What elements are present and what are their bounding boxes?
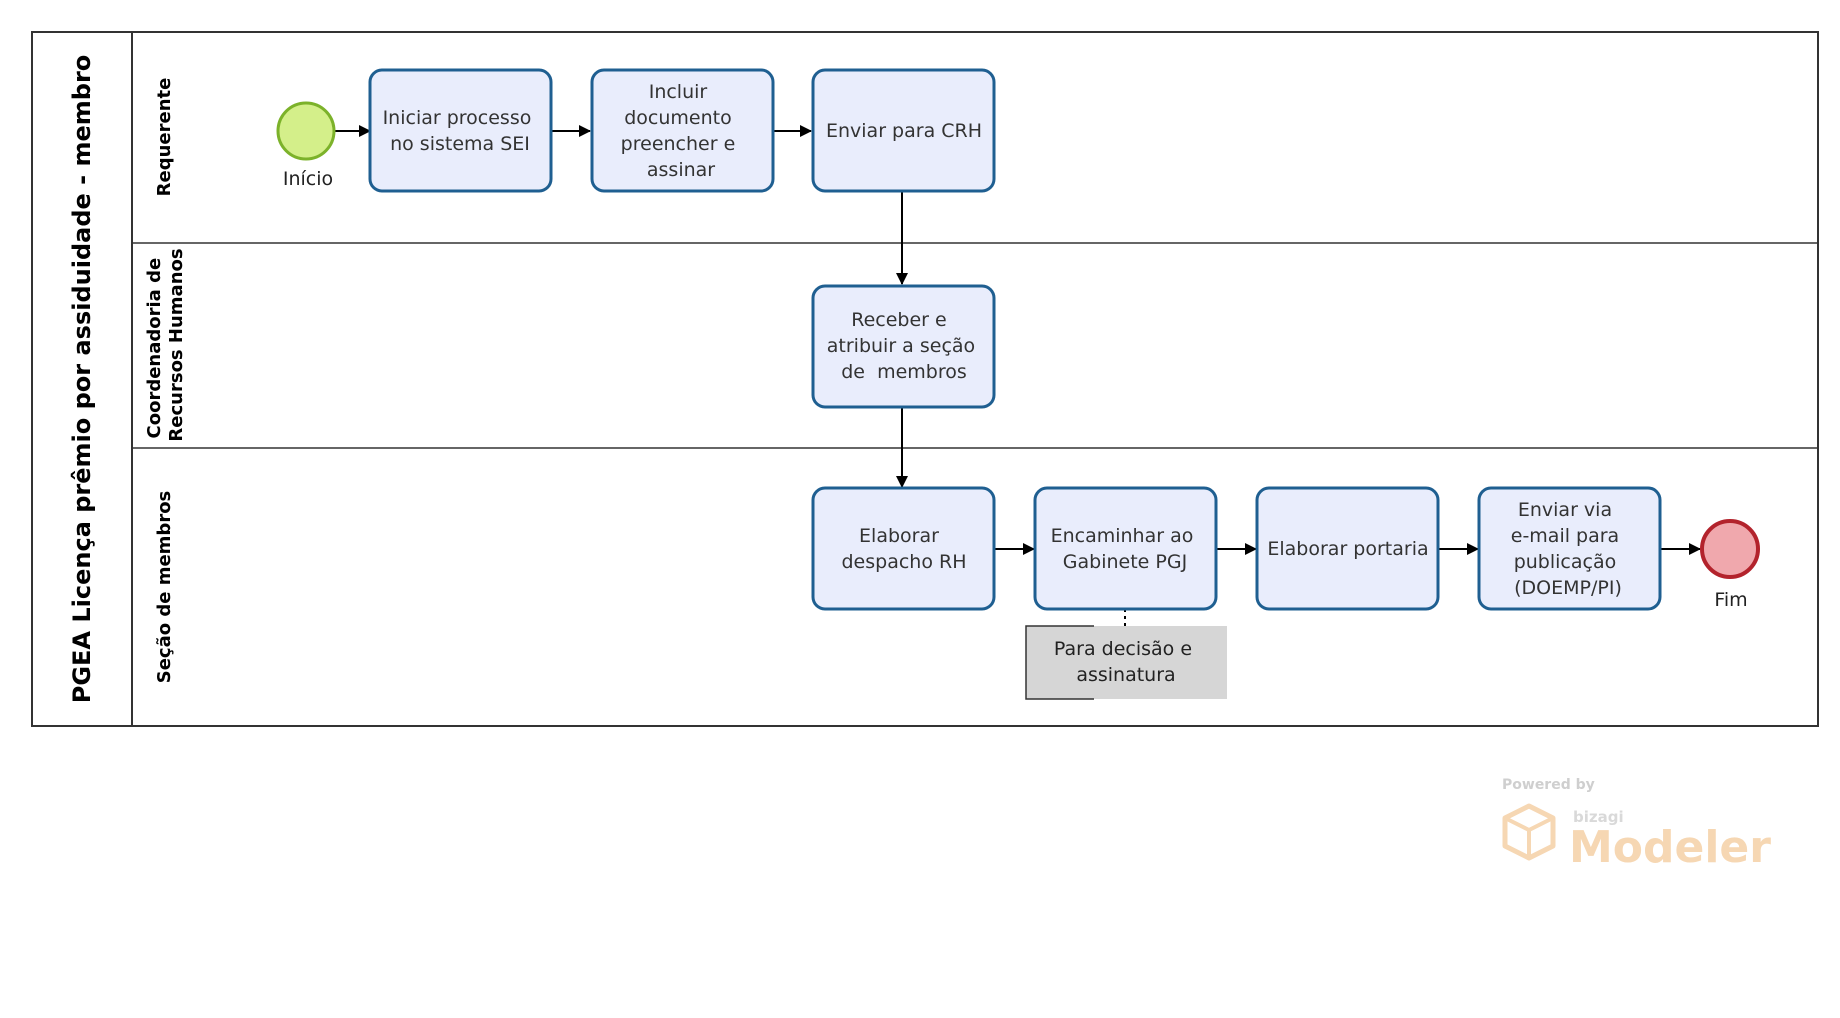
task-label-line: no sistema SEI	[390, 133, 530, 155]
lanes: Requerente Coordenadoria de Recursos Hum…	[132, 78, 1818, 684]
sequence-flows	[335, 125, 1701, 555]
task-label-line: Gabinete PGJ	[1063, 551, 1187, 573]
task-label-line: atribuir a seção	[827, 335, 975, 357]
task-label-line: publicação	[1514, 551, 1617, 573]
annotation-bracket	[1025, 625, 1094, 700]
task-label-line: e-mail para	[1511, 525, 1619, 547]
lane-label-requerente: Requerente	[154, 78, 175, 197]
task-label-line: Iniciar processo	[383, 107, 532, 129]
lane-label-line: Requerente	[154, 78, 175, 197]
task-enviar-email[interactable]: Enviar via e-mail para publicação (DOEMP…	[1477, 486, 1662, 611]
end-event-label: Fim	[1714, 589, 1747, 611]
task-elaborar-despacho[interactable]: Elaborar despacho RH	[811, 486, 996, 611]
task-label: Elaborar portaria	[1267, 538, 1428, 560]
task-encaminhar-gabinete[interactable]: Encaminhar ao Gabinete PGJ	[1033, 486, 1218, 611]
task-label-line: despacho RH	[842, 551, 967, 573]
start-event-circle[interactable]	[276, 101, 336, 161]
task-label: Encaminhar ao Gabinete PGJ	[1051, 525, 1200, 573]
task-label-line: Elaborar	[859, 525, 939, 547]
task-box[interactable]	[811, 68, 996, 193]
task-label-line: de membros	[841, 361, 967, 383]
task-label-line: (DOEMP/PI)	[1514, 577, 1622, 599]
task-label-line: assinar	[647, 159, 715, 181]
task-incluir-documento[interactable]: Incluir documento preencher e assinar	[590, 68, 775, 193]
watermark-brand: bizagi	[1573, 808, 1624, 826]
task-label-line: Encaminhar ao	[1051, 525, 1194, 547]
task-label-line: Enviar para CRH	[826, 120, 982, 142]
task-label-line: Enviar via	[1518, 499, 1612, 521]
task-box[interactable]	[811, 284, 996, 409]
lane-label-line: Coordenadoria de	[144, 258, 165, 439]
task-elaborar-portaria[interactable]: Elaborar portaria	[1255, 486, 1440, 611]
start-event-label: Início	[283, 168, 333, 190]
task-receber-atribuir[interactable]: Receber e atribuir a seção de membros	[811, 284, 996, 409]
task-label-line: Incluir	[649, 81, 708, 103]
annotation-line: Para decisão e	[1054, 638, 1192, 660]
task-label: Iniciar processo no sistema SEI	[383, 107, 538, 155]
task-enviar-crh[interactable]: Enviar para CRH	[811, 68, 996, 193]
task-box[interactable]	[1033, 486, 1218, 611]
watermark-product: Modeler	[1569, 822, 1771, 873]
task-box[interactable]	[590, 68, 775, 193]
task-label-line: documento	[624, 107, 732, 129]
lane-label-line: Recursos Humanos	[166, 248, 187, 441]
annotation-line: assinatura	[1076, 664, 1175, 686]
end-event[interactable]: Fim	[1700, 519, 1760, 611]
end-event-circle[interactable]	[1700, 519, 1760, 579]
task-label-line: preencher e	[621, 133, 736, 155]
task-box[interactable]	[811, 486, 996, 611]
task-label: Receber e atribuir a seção de membros	[827, 309, 981, 383]
task-label: Enviar para CRH	[826, 120, 982, 142]
lane-label-secao: Seção de membros	[154, 491, 175, 684]
annotation-label: Para decisão e assinatura	[1054, 638, 1198, 686]
task-label-line: Elaborar portaria	[1267, 538, 1428, 560]
lane-label-crh: Coordenadoria de Recursos Humanos	[144, 248, 187, 441]
annotation-box[interactable]	[1026, 626, 1227, 699]
start-event[interactable]: Início	[276, 101, 336, 190]
bizagi-logo-icon-inner	[1504, 816, 1554, 833]
task-label: Incluir documento preencher e assinar	[621, 81, 742, 181]
text-annotation[interactable]: Para decisão e assinatura	[1025, 625, 1227, 700]
task-label: Elaborar despacho RH	[842, 525, 967, 573]
watermark: Powered by bizagi Modeler	[1502, 777, 1771, 873]
pool-title: PGEA Licença prêmio por assiduidade - me…	[68, 55, 96, 704]
task-box[interactable]	[368, 68, 553, 193]
lane-label-line: Seção de membros	[154, 491, 175, 684]
task-box[interactable]	[1255, 486, 1440, 611]
task-iniciar-processo[interactable]: Iniciar processo no sistema SEI	[368, 68, 553, 193]
task-label-line: Receber e	[851, 309, 946, 331]
task-label: Enviar via e-mail para publicação (DOEMP…	[1511, 499, 1626, 599]
watermark-powered-by: Powered by	[1502, 777, 1595, 793]
task-box[interactable]	[1477, 486, 1662, 611]
